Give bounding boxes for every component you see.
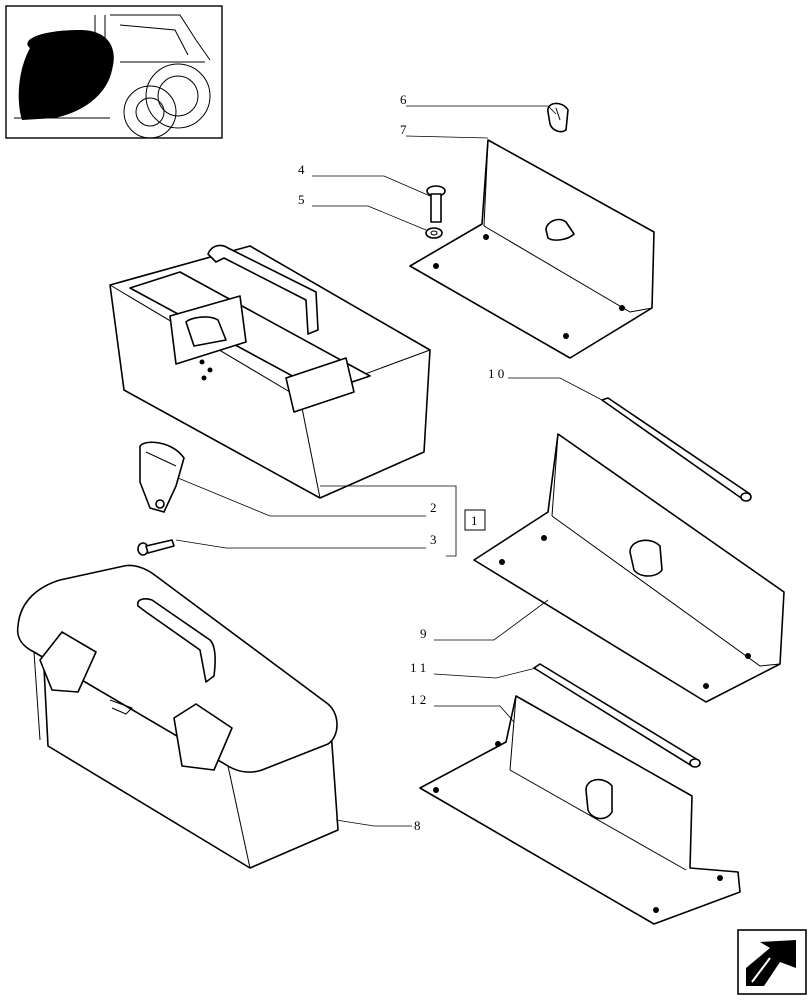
callout-5: 5 (298, 192, 305, 207)
callout-4: 4 (298, 162, 305, 177)
leader-lines (175, 105, 603, 827)
callout-9: 9 (420, 626, 427, 641)
part-9-bracket (473, 433, 785, 703)
callout-2: 2 (430, 500, 437, 515)
next-page-arrow-icon[interactable] (737, 929, 807, 995)
part-10-rod (601, 397, 752, 502)
callout-1: 1 (471, 513, 478, 528)
tractor-location-thumbnail (5, 5, 223, 139)
callout-1-box (464, 509, 486, 531)
part-4-bolt (426, 185, 446, 223)
part-6-clip (547, 102, 569, 133)
part-1-toolbox (109, 244, 431, 499)
callout-6: 6 (400, 92, 407, 107)
part-8-toolbox (16, 564, 339, 869)
callout-8: 8 (414, 818, 421, 833)
callout-7: 7 (400, 122, 407, 137)
part-5-washer (425, 227, 443, 239)
callout-11: 1 1 (410, 660, 426, 675)
callout-12: 1 2 (410, 692, 426, 707)
callout-3: 3 (430, 532, 437, 547)
callout-10: 1 0 (488, 366, 504, 381)
part-3-pin (137, 539, 175, 556)
part-7-bracket (409, 139, 655, 359)
part-11-rod (533, 663, 701, 768)
part-2-latch (139, 441, 185, 513)
part-12-bracket (419, 695, 741, 925)
